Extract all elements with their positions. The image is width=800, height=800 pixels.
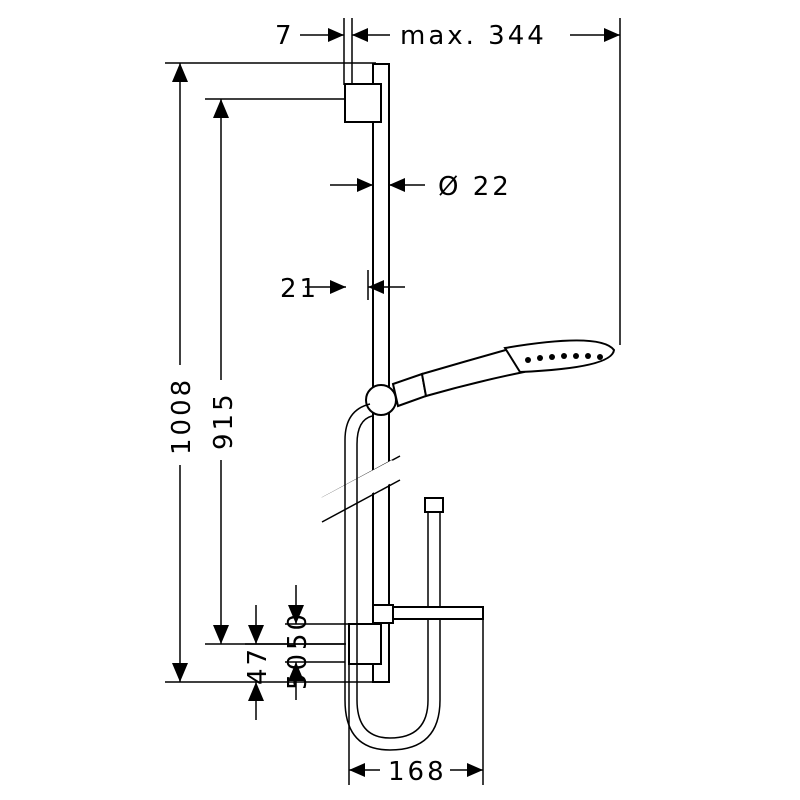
dim-max-reach: max. 344 <box>400 21 547 51</box>
dim-lower-50b: 50 <box>283 651 313 690</box>
dim-rail-length: 915 <box>209 391 239 450</box>
wall-rail <box>321 63 402 683</box>
dim-lower-47: 47 <box>243 646 273 685</box>
dim-rail-offset: 21 <box>280 274 319 304</box>
dim-lower-50a: 50 <box>283 611 313 650</box>
showerhead-nozzles-icon <box>525 353 603 363</box>
dim-offset-top: 7 <box>275 21 295 51</box>
dimension-rail-offset: 21 <box>280 270 405 304</box>
dimension-diameter: Ø 22 <box>330 172 512 202</box>
dim-rail-diameter: Ø 22 <box>438 172 512 202</box>
dim-shelf-width: 168 <box>388 757 447 787</box>
hand-shower <box>365 339 616 416</box>
shower-hose <box>344 403 444 751</box>
dimension-lower: 50 50 47 <box>243 585 349 720</box>
dimension-top: 7 max. 344 <box>275 18 621 345</box>
dimension-total-height: 1008 <box>165 62 376 683</box>
dimension-shelf-width: 168 <box>348 619 484 787</box>
soap-shelf <box>372 604 484 624</box>
dim-total-height: 1008 <box>167 377 197 455</box>
dimension-rail-length: 915 <box>205 98 346 645</box>
